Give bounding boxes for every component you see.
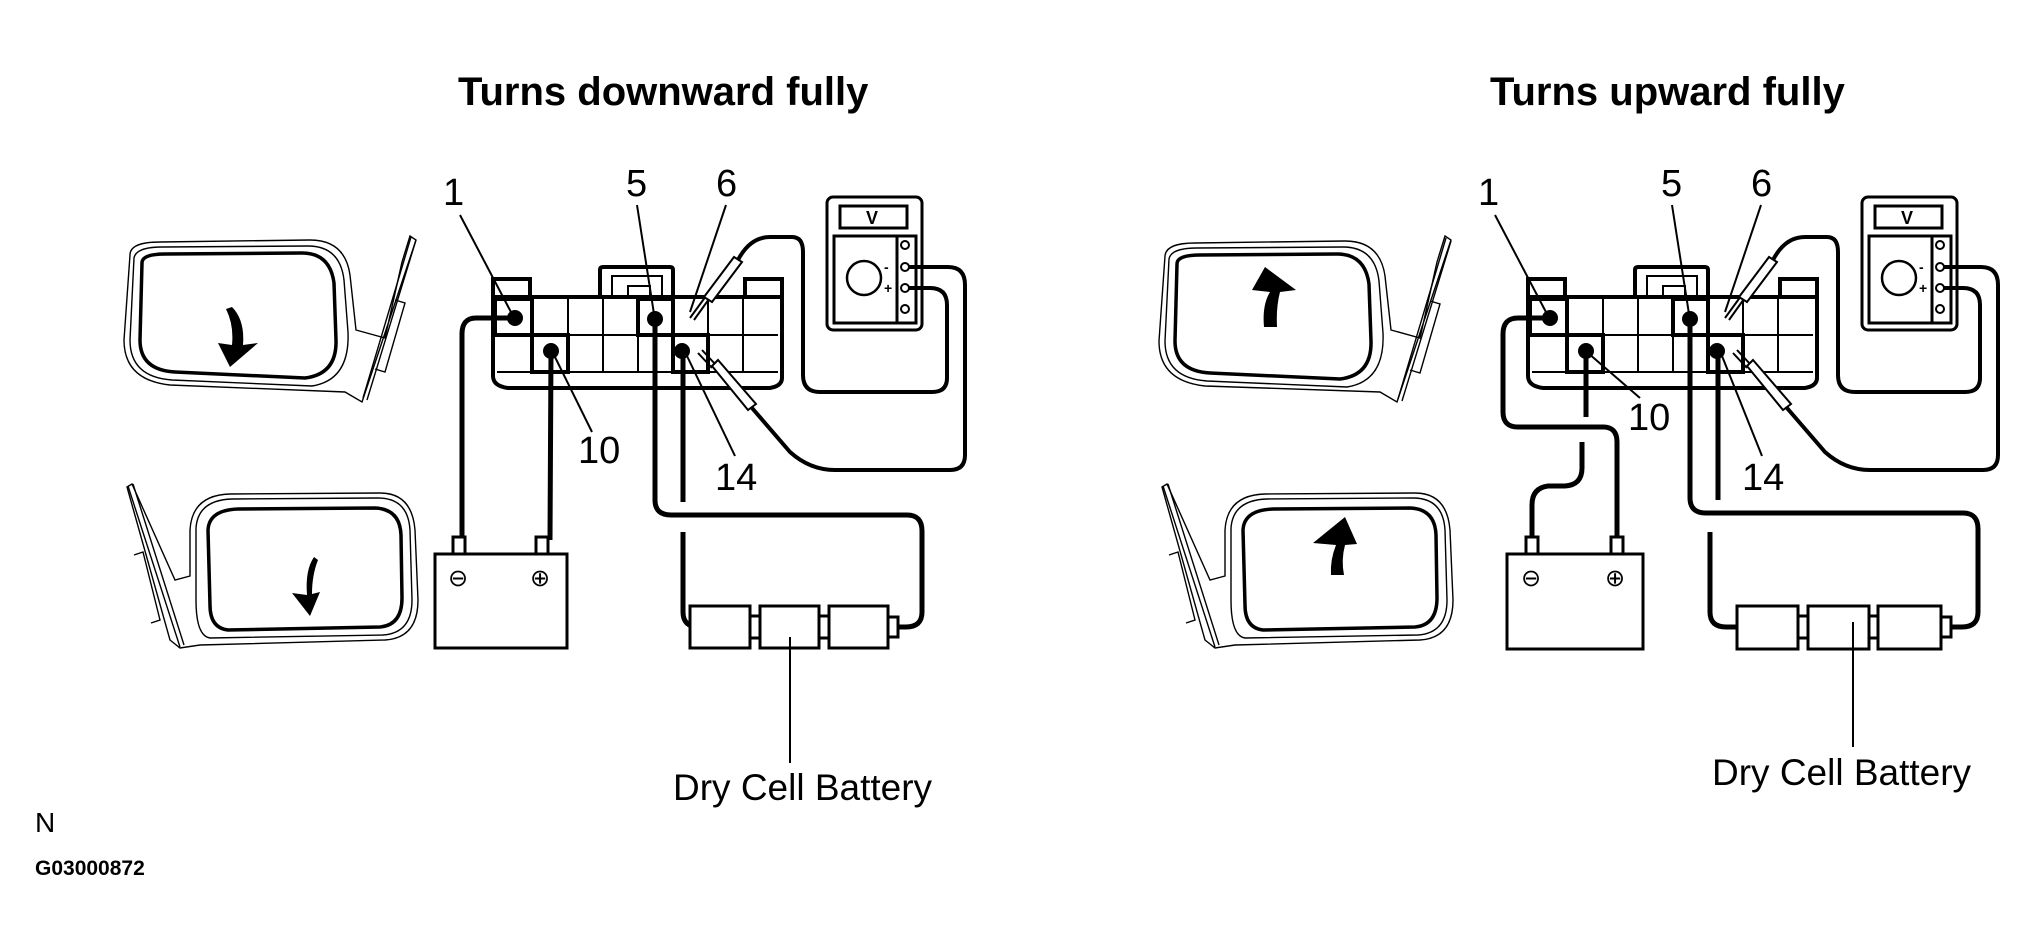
dry-cell-battery-label: Dry Cell Battery (673, 767, 933, 808)
voltmeter: V - + (1860, 195, 1959, 332)
battery-plus-icon: ⊕ (1605, 565, 1625, 592)
probe-pin6 (1724, 255, 1779, 321)
arrow-down-icon (292, 557, 320, 616)
wire-pin5-to-drycell (652, 319, 925, 630)
panel-down: Turns downward fully (123, 70, 967, 808)
battery-plus-icon: ⊕ (530, 565, 550, 592)
mirror-bottom (126, 482, 419, 649)
pin-label-14: 14 (1742, 457, 1784, 499)
pin-label-14: 14 (715, 457, 757, 499)
probe-pin14 (1732, 349, 1793, 412)
voltmeter-display: V (866, 208, 878, 228)
connector (1526, 265, 1819, 390)
pin-label-5: 5 (1661, 163, 1682, 205)
dry-cell-battery-label: Dry Cell Battery (1712, 752, 1972, 793)
arrow-up-icon (1252, 267, 1296, 327)
panel-title: Turns downward fully (458, 70, 869, 114)
probe-lead-positive (1771, 235, 1982, 394)
pin-label-1: 1 (443, 172, 464, 214)
probe-lead-negative (750, 265, 967, 472)
wire-pin5-to-drycell (1687, 319, 1981, 630)
arrow-up-icon (1313, 517, 1357, 575)
figure-id: G03000872 (35, 857, 145, 880)
wire-pin1-to-battery (459, 315, 515, 540)
dry-cell-battery: Dry Cell Battery (1712, 604, 1972, 793)
probe-pin6 (689, 255, 744, 321)
car-battery: ⊖ ⊕ (1505, 535, 1645, 651)
car-battery: ⊖ ⊕ (433, 535, 569, 650)
mirror-top (1158, 234, 1452, 404)
meter-plus-label: + (1919, 280, 1927, 296)
pin-label-10: 10 (578, 430, 620, 472)
pin-label-10: 10 (1628, 397, 1670, 439)
pin-label-6: 6 (716, 163, 737, 205)
mirror-bottom (1161, 482, 1454, 649)
pin-label-6: 6 (1751, 163, 1772, 205)
wire-pin10-to-battery (547, 350, 554, 541)
connector (491, 265, 784, 390)
meter-plus-label: + (884, 280, 892, 296)
meter-minus-label: - (884, 259, 889, 275)
panel-title: Turns upward fully (1490, 70, 1846, 114)
pin-label-1: 1 (1478, 172, 1499, 214)
meter-minus-label: - (1919, 259, 1924, 275)
dry-cell-battery: Dry Cell Battery (673, 604, 933, 808)
battery-minus-icon: ⊖ (1521, 565, 1541, 592)
panel-up: Turns upward fully (1158, 70, 2000, 793)
probe-pin14 (697, 349, 758, 412)
corner-letter: N (35, 807, 55, 838)
wire-pin1-to-battery (1500, 315, 1620, 540)
battery-minus-icon: ⊖ (448, 565, 468, 592)
pin-label-5: 5 (626, 163, 647, 205)
mirror-top (123, 234, 417, 404)
probe-lead-negative (1785, 265, 2000, 472)
arrow-down-icon (218, 307, 258, 367)
voltmeter: V - + (825, 195, 924, 332)
voltmeter-display: V (1901, 208, 1913, 228)
probe-lead-positive (736, 235, 949, 394)
